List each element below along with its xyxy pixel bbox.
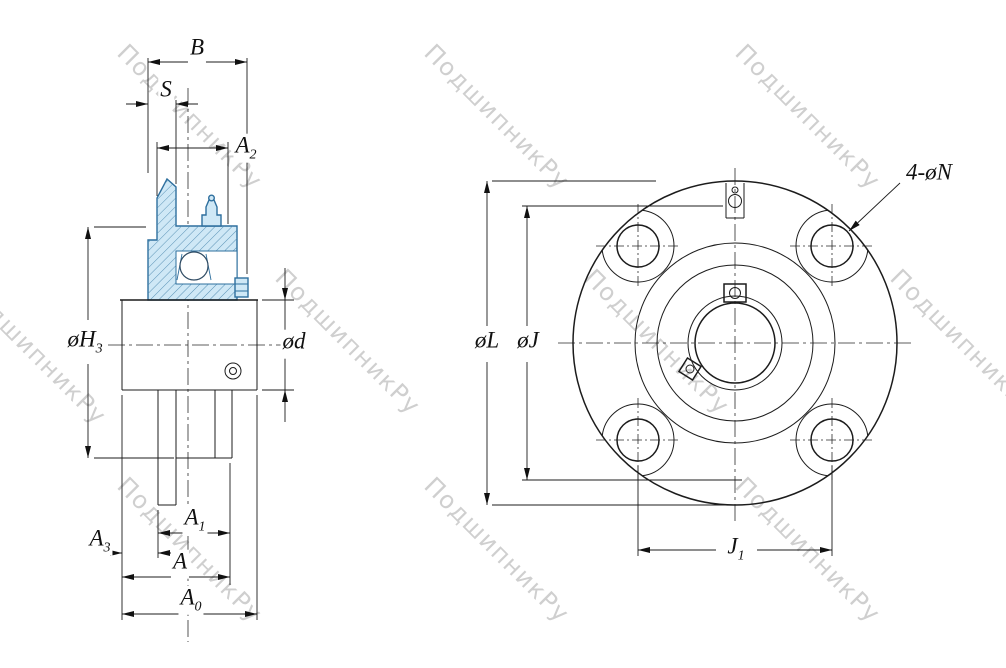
grease-boss [725,183,745,219]
dim-label-A0: A0 [178,584,204,615]
bore-circle [694,302,776,384]
main-centerlines [558,168,912,525]
dim-label-H3: øH3 [65,326,105,357]
dim-label-A2: A2 [233,132,259,163]
inner-ring-circle [687,295,783,391]
set-screw-socket-side [685,364,695,374]
dim-label-S: S [158,77,174,107]
extension-lines [94,58,294,620]
dim-label-A1: A1 [182,504,208,535]
grease-fitting-front [728,194,742,208]
side-view [85,58,298,642]
lobe-arc-top-left [601,209,675,283]
cartridge-pilot-circle [634,242,836,444]
dim-label-4N: 4-øN [904,160,954,190]
bolt-hole-top-right [810,224,854,268]
dim-label-d: ød [280,329,308,359]
dim-label-J1: J1 [725,533,747,564]
dim-label-J: øJ [515,328,541,358]
grease-fitting-front-tip [731,186,739,194]
extension-lines [492,180,833,556]
flange-plate-outline [157,390,177,506]
set-screw-hole [224,362,242,380]
cartridge-barrel-outline [176,390,233,459]
set-screw-front-top [723,283,747,303]
set-screw-front-side [677,356,703,382]
grease-fitting-side [201,199,222,227]
bolt-hole-top-left [616,224,660,268]
set-screw-threads [235,283,248,292]
set-screw-side [234,277,249,298]
leader-4xN [848,182,901,232]
dim-label-A3: A3 [87,525,113,556]
dim-label-B: B [187,35,207,65]
set-screw-hole-inner [229,367,237,375]
dim-label-A: A [170,549,190,579]
shaft-sleeve-outline [121,300,258,391]
housing-seat-circle [656,264,814,422]
bolt-hole-centerlines [596,204,874,482]
lobe-arc-bottom-left [601,403,675,477]
bolt-hole-bottom-right [810,418,854,462]
set-screw-socket-top [729,287,741,299]
grease-fitting-tip [207,194,215,202]
lobe-arc-bottom-right [795,403,869,477]
front-view [484,168,912,556]
lobe-arc-top-right [795,209,869,283]
bearing-ball [179,251,209,281]
dim-label-L: øL [472,328,502,358]
bolt-hole-bottom-left [616,418,660,462]
